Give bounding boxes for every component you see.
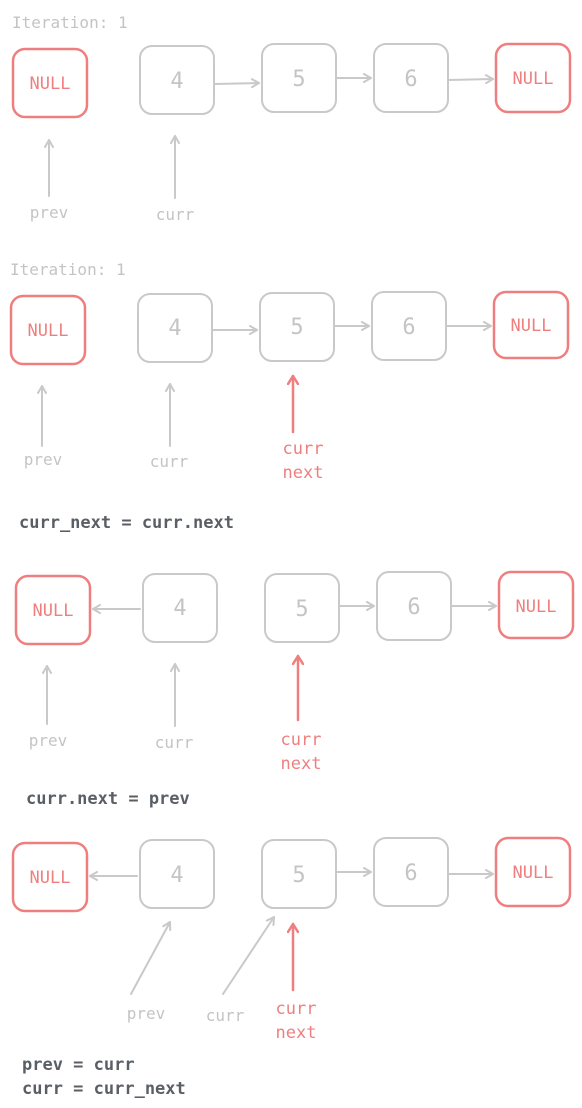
prev-pointer-arrow xyxy=(130,921,172,995)
null-left-label: NULL xyxy=(33,601,74,621)
null-left-label: NULL xyxy=(30,74,71,94)
code-line-1: prev = curr xyxy=(22,1055,135,1075)
null-left-node xyxy=(11,841,89,913)
node-4 xyxy=(139,839,215,909)
node-4-value: 4 xyxy=(170,863,183,888)
node-6-value: 6 xyxy=(402,315,415,340)
node-5-value: 5 xyxy=(290,315,303,340)
null-left-label: NULL xyxy=(28,321,69,341)
null-right-node xyxy=(492,290,570,360)
curr-next-label-line1: curr xyxy=(283,439,324,459)
null-right-node xyxy=(494,836,572,908)
curr-pointer-label: curr xyxy=(206,1006,245,1025)
node-5-value: 5 xyxy=(295,597,308,622)
panel-1-title: Iteration: 1 xyxy=(12,13,128,32)
prev-pointer-label: prev xyxy=(24,450,63,469)
code-line: curr_next = curr.next xyxy=(19,513,234,533)
node-5-value: 5 xyxy=(292,67,305,92)
panel-3: NULL 4 5 6 NULL prev curr curr next curr… xyxy=(14,570,575,809)
node-5 xyxy=(259,292,335,362)
node-4-value: 4 xyxy=(173,596,186,621)
node-4 xyxy=(137,293,213,363)
node-4 xyxy=(142,573,218,643)
prev-pointer-label: prev xyxy=(30,203,69,222)
node-4-value: 4 xyxy=(170,69,183,94)
node-6 xyxy=(373,43,449,113)
null-left-node xyxy=(9,294,87,366)
null-right-label: NULL xyxy=(516,597,557,617)
curr-next-label-line1: curr xyxy=(276,999,317,1019)
curr-next-label-line2: next xyxy=(281,754,322,774)
node-5-value: 5 xyxy=(292,863,305,888)
curr-pointer-label: curr xyxy=(156,205,195,224)
null-right-label: NULL xyxy=(511,316,552,336)
null-right-node xyxy=(494,42,572,114)
curr-next-label-line1: curr xyxy=(281,730,322,750)
null-left-label: NULL xyxy=(30,868,71,888)
curr-next-label-line2: next xyxy=(283,463,324,483)
node-6 xyxy=(373,837,449,907)
curr-pointer-label: curr xyxy=(150,452,189,471)
panel-2-title: Iteration: 1 xyxy=(10,260,126,279)
code-line-2: curr = curr_next xyxy=(22,1079,186,1099)
node-4-value: 4 xyxy=(168,316,181,341)
node-6-value: 6 xyxy=(407,595,420,620)
panel-2: Iteration: 1 NULL 4 5 6 NULL prev curr c… xyxy=(9,260,570,533)
prev-pointer-label: prev xyxy=(127,1004,166,1023)
node-5 xyxy=(261,839,337,909)
node-6-value: 6 xyxy=(404,861,417,886)
null-right-label: NULL xyxy=(513,863,554,883)
null-left-node xyxy=(11,47,89,119)
code-line: curr.next = prev xyxy=(26,789,190,809)
node-5 xyxy=(264,573,340,643)
node-4 xyxy=(139,45,215,115)
null-right-node xyxy=(497,570,575,640)
prev-pointer-label: prev xyxy=(29,731,68,750)
node-6-value: 6 xyxy=(404,67,417,92)
panel-1: Iteration: 1 NULL 4 5 6 NULL prev curr xyxy=(11,13,572,224)
link-arrow-6-null xyxy=(448,74,494,85)
curr-next-label-line2: next xyxy=(276,1023,317,1043)
link-arrow-4-5 xyxy=(214,78,260,89)
curr-pointer-label: curr xyxy=(155,733,194,752)
panel-4: NULL 4 5 6 NULL prev curr curr next prev… xyxy=(11,836,572,1099)
curr-pointer-arrow xyxy=(222,916,275,995)
null-right-label: NULL xyxy=(513,69,554,89)
null-left-node xyxy=(14,574,92,646)
